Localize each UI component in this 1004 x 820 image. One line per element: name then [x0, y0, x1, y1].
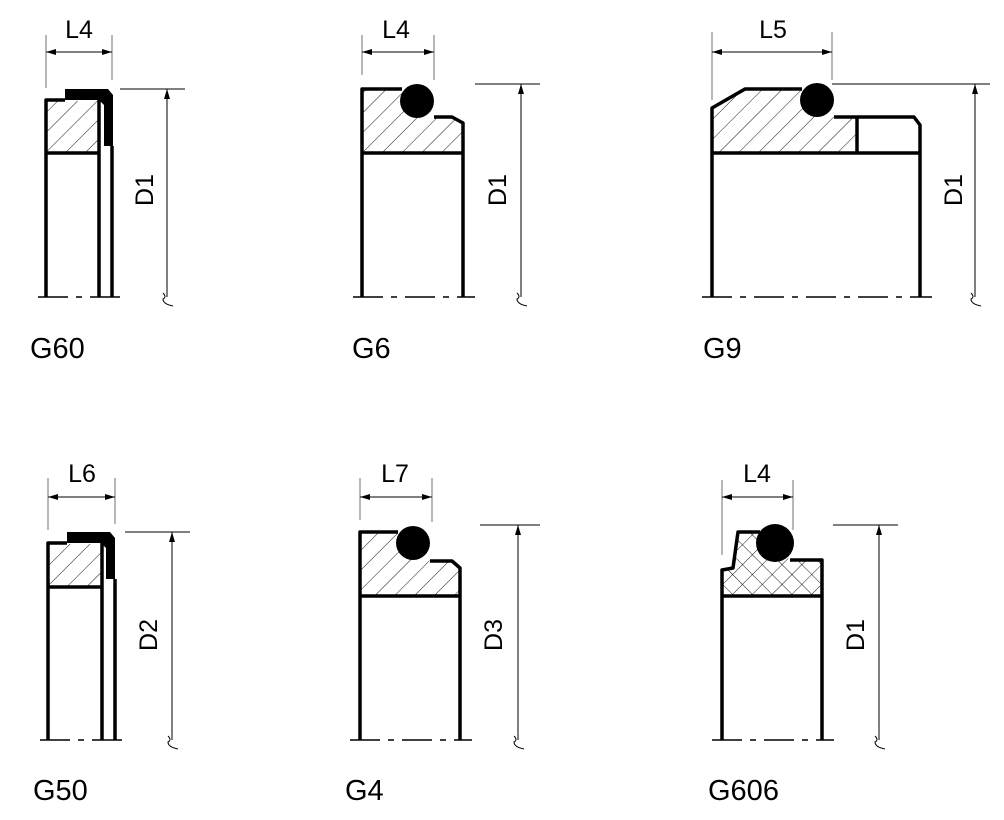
profile-g60: L4 D1 G60 [30, 16, 185, 365]
length-dimension-label: L5 [759, 16, 787, 44]
length-dimension-label: L4 [743, 460, 771, 488]
profile-g50: L6 D2 G50 [33, 460, 190, 807]
length-dimension-label: L4 [382, 16, 410, 44]
diameter-dimension-label: D2 [135, 619, 163, 651]
profile-label: G6 [352, 333, 391, 365]
o-ring [400, 84, 434, 118]
hatched-section [47, 101, 99, 153]
diameter-dimension-label: D3 [480, 619, 508, 651]
profile-label: G60 [30, 333, 85, 365]
profile-label: G606 [708, 775, 779, 807]
profile-g9: L5 D1 G9 [702, 16, 990, 365]
diameter-dimension-label: D1 [842, 619, 870, 651]
length-dimension-label: L6 [68, 460, 96, 488]
diameter-dimension-label: D1 [940, 174, 968, 206]
profile-g4: L7 D3 G4 [345, 460, 540, 807]
profile-g6: L4 D1 G6 [352, 16, 540, 365]
seal-lip [65, 89, 113, 146]
profile-label: G9 [703, 333, 742, 365]
profile-label: G4 [345, 775, 384, 807]
length-dimension-label: L4 [65, 16, 93, 44]
profile-label: G50 [33, 775, 88, 807]
diameter-dimension-label: D1 [131, 174, 159, 206]
length-dimension-label: L7 [381, 460, 409, 488]
profile-g606: L4 D1 G606 [708, 460, 898, 807]
diameter-dimension-label: D1 [484, 174, 512, 206]
